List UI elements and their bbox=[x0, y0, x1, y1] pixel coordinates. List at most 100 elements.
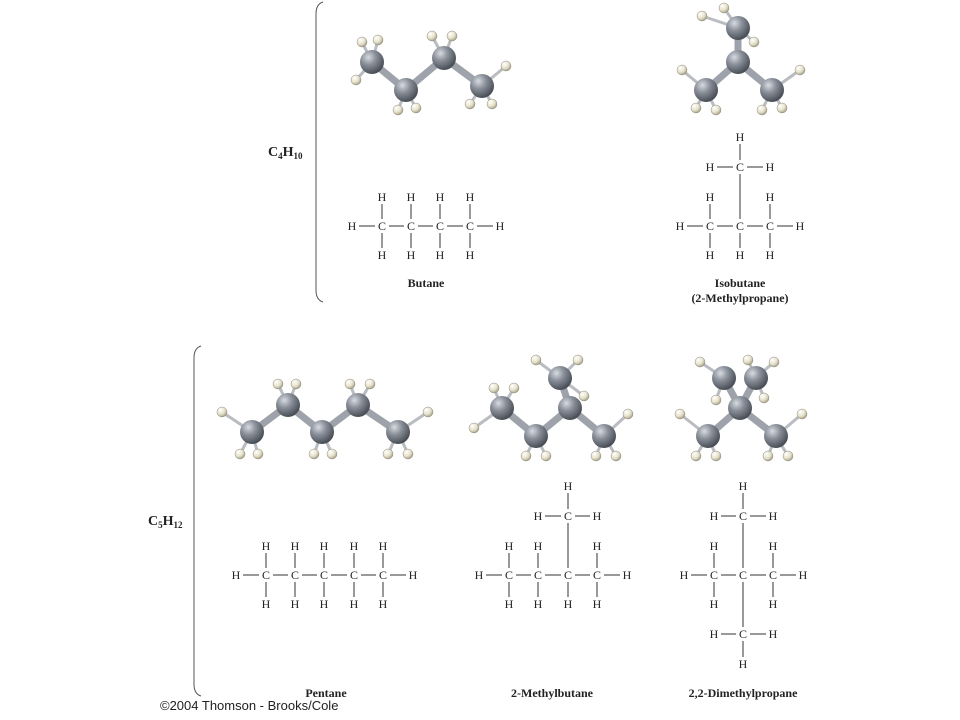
hydrogen-atom bbox=[572, 354, 584, 366]
butane-model bbox=[350, 30, 512, 116]
name-butane: Butane bbox=[408, 276, 445, 290]
carbon-atom bbox=[694, 78, 718, 102]
hydrogen-atom bbox=[356, 36, 368, 48]
h-atom-label: H bbox=[706, 160, 715, 174]
formula-c5h12: C5H12 bbox=[148, 514, 183, 530]
name-2-methylbutane: 2-Methylbutane bbox=[511, 686, 594, 700]
hydrogen-atom bbox=[486, 98, 498, 110]
name-2-2-dimethylpropane: 2,2-Dimethylpropane bbox=[689, 686, 798, 700]
carbon-atom bbox=[346, 393, 370, 417]
carbon-atom bbox=[360, 50, 384, 74]
hydrogen-atom bbox=[748, 36, 760, 48]
hydrogen-atom bbox=[272, 378, 284, 390]
h-atom-label: H bbox=[769, 539, 778, 553]
hydrogen-atom bbox=[768, 356, 780, 368]
carbon-atom bbox=[696, 424, 720, 448]
hydrogen-atom bbox=[676, 64, 688, 76]
h-atom-label: H bbox=[505, 597, 514, 611]
h-atom-label: H bbox=[769, 509, 778, 523]
hydrogen-atom bbox=[690, 450, 702, 462]
carbon-atom bbox=[310, 420, 334, 444]
c-atom-label: C bbox=[407, 219, 415, 233]
carbon-atom bbox=[726, 50, 750, 74]
carbon-atom bbox=[394, 78, 418, 102]
carbon-atom bbox=[592, 424, 616, 448]
h-atom-label: H bbox=[262, 539, 271, 553]
hydrogen-atom bbox=[488, 382, 500, 394]
hydrogen-atom bbox=[794, 64, 806, 76]
ball-and-stick-models bbox=[216, 2, 808, 462]
h-atom-label: H bbox=[564, 597, 573, 611]
h-atom-label: H bbox=[739, 479, 748, 493]
hydrogen-atom bbox=[762, 450, 774, 462]
hydrogen-atom bbox=[350, 74, 362, 86]
c-atom-label: C bbox=[736, 219, 744, 233]
h-atom-label: H bbox=[769, 627, 778, 641]
hydrogen-atom bbox=[710, 394, 722, 406]
h-atom-label: H bbox=[593, 597, 602, 611]
h-atom-label: H bbox=[320, 539, 329, 553]
h-atom-label: H bbox=[564, 479, 573, 493]
h-atom-label: H bbox=[291, 539, 300, 553]
name-isobutane-alt: (2-Methylpropane) bbox=[691, 291, 788, 305]
h-atom-label: H bbox=[320, 597, 329, 611]
h-atom-label: H bbox=[710, 509, 719, 523]
h-atom-label: H bbox=[505, 539, 514, 553]
carbon-atom bbox=[490, 396, 514, 420]
h-atom-label: H bbox=[593, 509, 602, 523]
hydrogen-atom bbox=[392, 104, 404, 116]
h-atom-label: H bbox=[710, 597, 719, 611]
hydrogen-atom bbox=[326, 448, 338, 460]
hydrogen-atom bbox=[364, 378, 376, 390]
carbon-atom bbox=[712, 366, 736, 390]
h-atom-label: H bbox=[350, 597, 359, 611]
c-atom-label: C bbox=[593, 568, 601, 582]
h-atom-label: H bbox=[475, 568, 484, 582]
h-atom-label: H bbox=[378, 190, 387, 204]
hydrogen-atom bbox=[252, 448, 264, 460]
hydrogen-atom bbox=[796, 408, 808, 420]
hydrogen-atom bbox=[530, 354, 542, 366]
carbon-atom bbox=[386, 420, 410, 444]
hydrogen-atom bbox=[742, 354, 754, 366]
h-atom-label: H bbox=[766, 190, 775, 204]
hydrogen-atom bbox=[578, 390, 590, 402]
hydrogen-atom bbox=[464, 98, 476, 110]
c-atom-label: C bbox=[564, 509, 572, 523]
c-atom-label: C bbox=[350, 568, 358, 582]
c-atom-label: C bbox=[262, 568, 270, 582]
hydrogen-atom bbox=[610, 450, 622, 462]
h-atom-label: H bbox=[739, 657, 748, 671]
c-atom-label: C bbox=[739, 627, 747, 641]
carbon-atom bbox=[240, 420, 264, 444]
c-atom-label: C bbox=[320, 568, 328, 582]
hydrogen-atom bbox=[508, 382, 520, 394]
carbon-atom bbox=[728, 396, 752, 420]
h-atom-label: H bbox=[379, 597, 388, 611]
h-atom-label: H bbox=[262, 597, 271, 611]
hydrogen-atom bbox=[234, 448, 246, 460]
hydrogen-atom bbox=[290, 378, 302, 390]
c-atom-label: C bbox=[505, 568, 513, 582]
hydrogen-atom bbox=[710, 450, 722, 462]
carbon-atom bbox=[764, 424, 788, 448]
carbon-atom bbox=[744, 366, 768, 390]
h-atom-label: H bbox=[680, 568, 689, 582]
h-atom-label: H bbox=[710, 539, 719, 553]
h-atom-label: H bbox=[706, 248, 715, 262]
h-atom-label: H bbox=[534, 509, 543, 523]
h-atom-label: H bbox=[407, 190, 416, 204]
c-atom-label: C bbox=[534, 568, 542, 582]
h-atom-label: H bbox=[534, 539, 543, 553]
carbon-atom bbox=[548, 366, 572, 390]
hydrogen-atom bbox=[696, 10, 708, 22]
c-atom-label: C bbox=[436, 219, 444, 233]
hydrogen-atom bbox=[216, 406, 228, 418]
h-atom-label: H bbox=[593, 539, 602, 553]
h-atom-label: H bbox=[706, 190, 715, 204]
